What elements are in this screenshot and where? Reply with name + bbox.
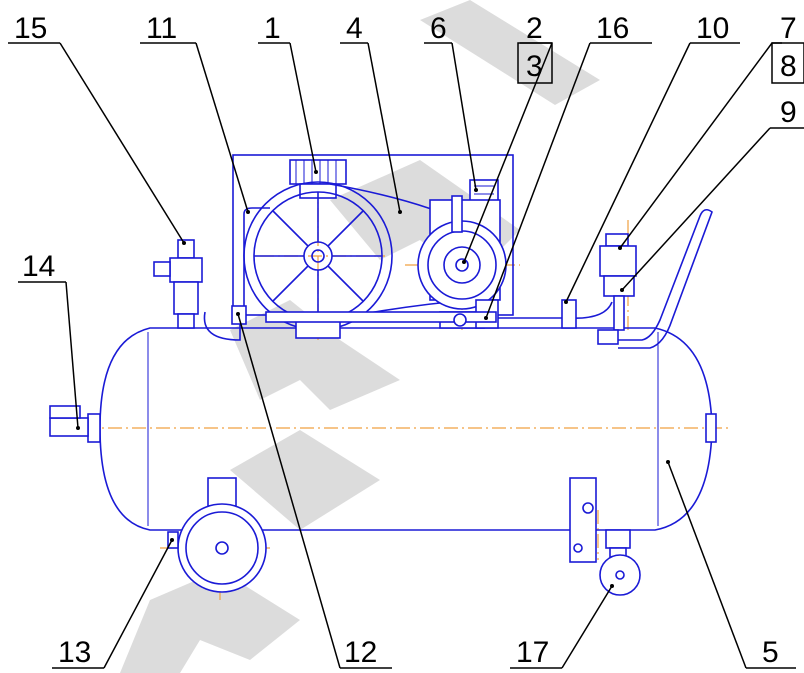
callout-11: 11 xyxy=(146,12,177,45)
callout-15: 15 xyxy=(14,12,47,45)
callout-17: 17 xyxy=(516,636,549,669)
left-wheel xyxy=(167,477,267,593)
leader-dots xyxy=(76,170,670,588)
pipelines xyxy=(203,207,613,341)
leader-lines xyxy=(8,42,804,669)
callout-14: 14 xyxy=(22,250,55,283)
safety-valve xyxy=(153,239,203,329)
pressure-switch xyxy=(597,233,637,345)
receiver-tank xyxy=(87,327,717,531)
outlet-valve xyxy=(49,405,89,437)
callout-12: 12 xyxy=(344,636,377,669)
callout-6: 6 xyxy=(430,12,447,45)
discharge-tube xyxy=(618,208,713,349)
right-support xyxy=(569,477,641,596)
callout-1: 1 xyxy=(264,12,281,45)
callout-3: 3 xyxy=(526,50,543,83)
callout-13: 13 xyxy=(58,636,91,669)
callout-4: 4 xyxy=(346,12,363,45)
electric-motor xyxy=(417,195,507,329)
callout-16: 16 xyxy=(596,12,629,45)
callout-8: 8 xyxy=(780,50,797,83)
callout-10: 10 xyxy=(696,12,729,45)
callout-9: 9 xyxy=(780,96,797,129)
callout-7: 7 xyxy=(780,12,797,45)
callout-2: 2 xyxy=(526,12,543,45)
callout-labels: 15 11 1 4 6 2 3 16 10 7 8 9 14 13 12 17 … xyxy=(14,12,797,669)
base-plate xyxy=(265,311,497,327)
callout-5: 5 xyxy=(762,636,779,669)
